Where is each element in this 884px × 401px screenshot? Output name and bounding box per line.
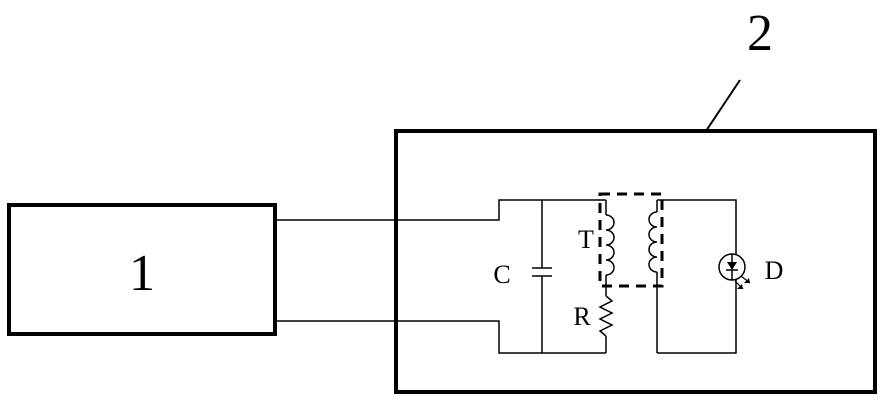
block-1-label: 1 [129, 245, 155, 302]
resistor-r [600, 296, 612, 336]
block-2-leader-line [706, 80, 740, 131]
transformer-secondary-coil [649, 212, 657, 272]
block-2-label: 2 [747, 5, 773, 62]
transformer-label: T [578, 225, 594, 254]
diode-label: D [765, 256, 784, 285]
resistor-label: R [573, 302, 591, 331]
bottom-connection-wire [275, 321, 542, 353]
secondary-loop-return-wire [657, 280, 736, 353]
capacitor-c [532, 200, 552, 353]
block-2-box [396, 131, 875, 392]
top-connection-wire [275, 200, 542, 220]
led-diode-d [719, 254, 750, 289]
secondary-loop-wire [657, 200, 736, 254]
capacitor-label: C [493, 260, 510, 289]
transformer-primary-coil [606, 215, 614, 275]
